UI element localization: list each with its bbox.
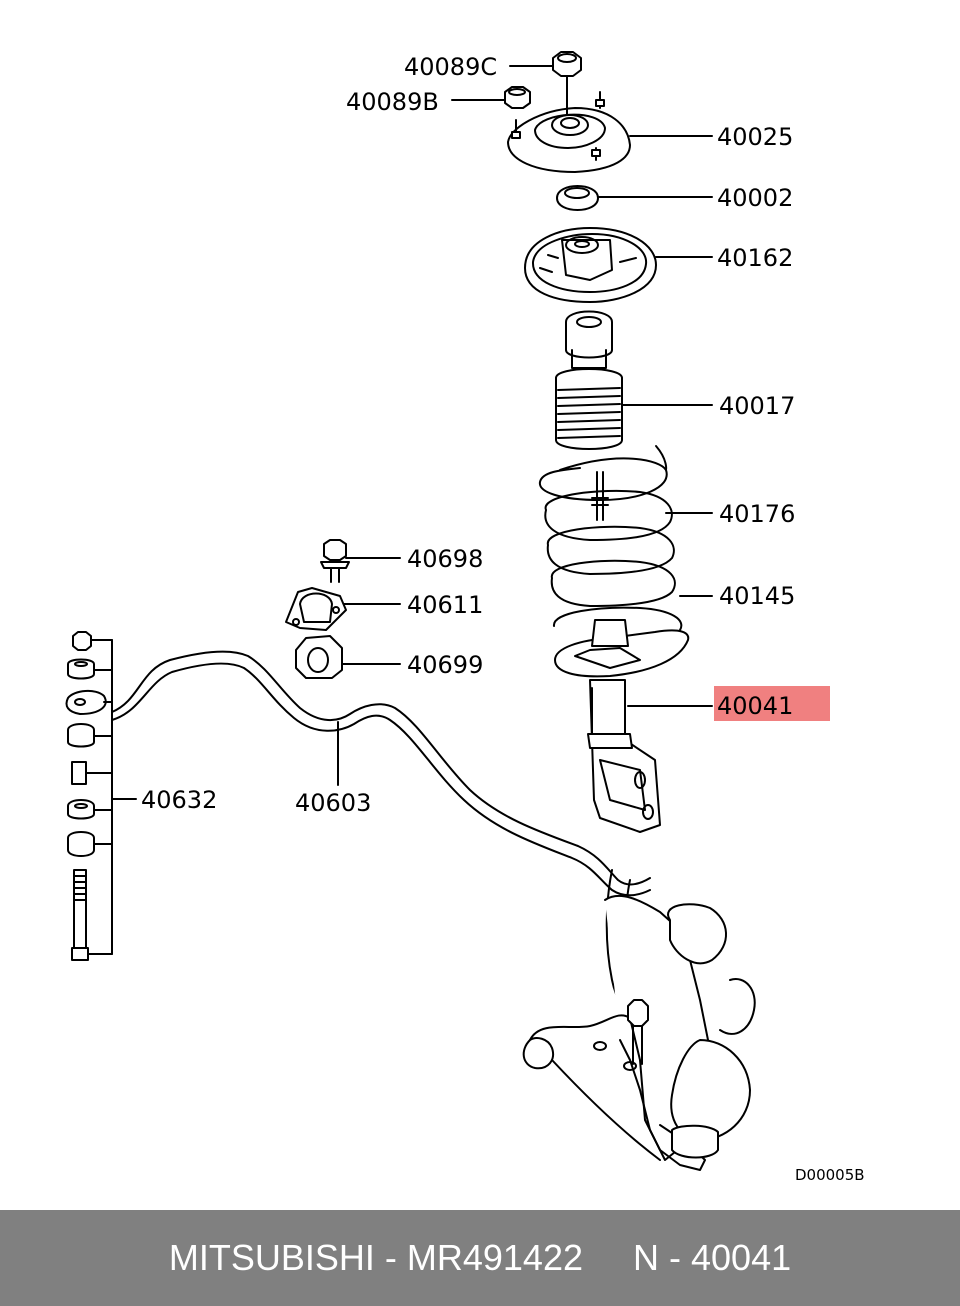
- coil-spring-40176: [538, 445, 683, 631]
- washer-40002: [556, 185, 599, 211]
- label-40017: 40017: [719, 392, 795, 420]
- separator: -: [374, 1237, 407, 1278]
- upper-spring-seat-40162: [524, 227, 657, 303]
- brand-name: MITSUBISHI: [168, 1237, 375, 1278]
- label-40025: 40025: [717, 123, 793, 151]
- dust-boot-40017: [555, 310, 623, 450]
- highlight-box-40041: [714, 686, 830, 721]
- label-40176: 40176: [719, 500, 795, 528]
- part-info-bar: MITSUBISHI - MR491422 N - 40041: [0, 1210, 960, 1306]
- label-40002: 40002: [717, 184, 793, 212]
- label-40089b: 40089B: [346, 88, 439, 116]
- bracket-40611: [285, 587, 347, 631]
- nut-40089c: [552, 51, 582, 77]
- label-40162: 40162: [717, 244, 793, 272]
- stabilizer-link-40632: [65, 631, 107, 961]
- bushing-40699: [295, 635, 343, 679]
- strut-mount-40025: [507, 75, 631, 173]
- separator: -: [659, 1237, 692, 1278]
- shock-absorber-40041: [587, 471, 661, 833]
- label-40611: 40611: [407, 591, 483, 619]
- nut-40089b: [504, 86, 531, 109]
- exploded-view-drawing: 40089C 40089B 40025 40002 40162 40017 40…: [65, 51, 865, 1184]
- label-40698: 40698: [407, 545, 483, 573]
- parts-diagram: 40089C 40089B 40025 40002 40162 40017 40…: [65, 51, 865, 1184]
- part-number: MR491422: [406, 1237, 583, 1278]
- drawing-code: D00005B: [795, 1166, 865, 1184]
- leader-lines: [85, 65, 713, 955]
- bolt-40698: [320, 539, 350, 583]
- group-number: 40041: [691, 1237, 792, 1278]
- spacer: [583, 1237, 633, 1279]
- label-40145: 40145: [719, 582, 795, 610]
- label-40632: 40632: [141, 786, 217, 814]
- label-40089c: 40089C: [404, 53, 497, 81]
- label-40699: 40699: [407, 651, 483, 679]
- label-40041: 40041: [717, 692, 793, 720]
- label-40603: 40603: [295, 789, 371, 817]
- steering-knuckle-assembly: [522, 869, 756, 1171]
- stabilizer-bar-40603: [111, 650, 651, 897]
- group-letter: N: [633, 1237, 660, 1278]
- lower-spring-seat-40145: [554, 619, 690, 678]
